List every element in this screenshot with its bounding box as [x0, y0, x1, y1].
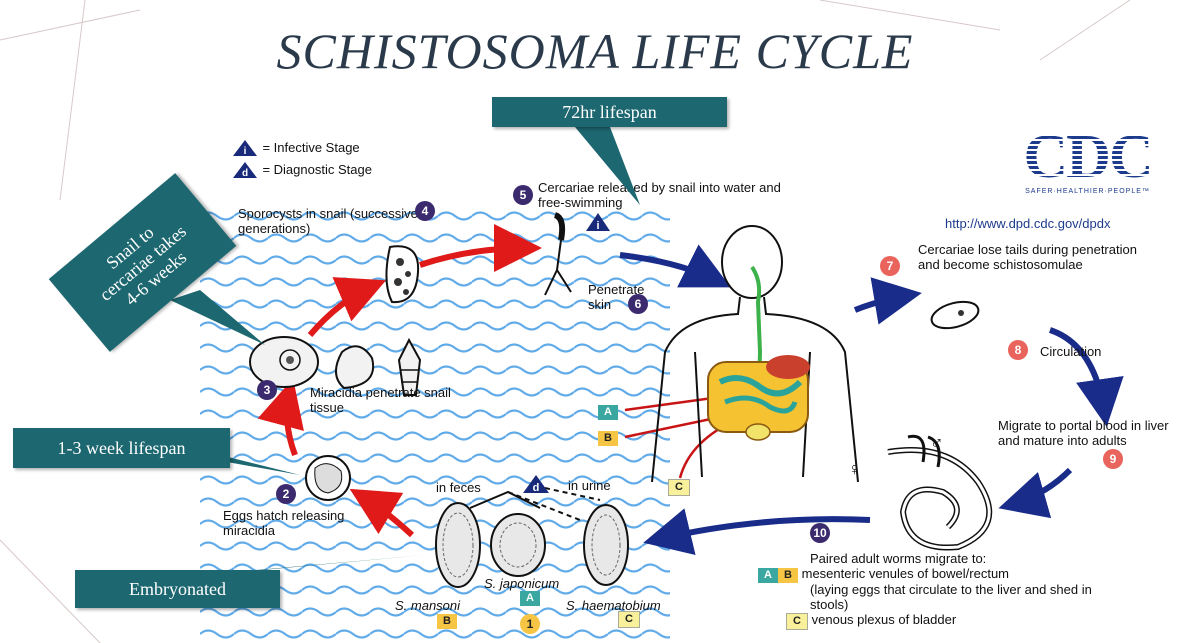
diagnostic-stage-label: = Diagnostic Stage: [262, 162, 372, 178]
sporocyst-illustration: [385, 245, 420, 304]
tag-c: C: [786, 613, 808, 630]
stage-10-laying-eggs: (laying eggs that circulate to the liver…: [810, 582, 1092, 612]
stage-5-infective-icon: i: [586, 213, 610, 232]
stage-10-text: Paired adult worms migrate to:: [810, 551, 987, 566]
egg-illustrations: [435, 502, 629, 588]
stage-9-text: Migrate to portal blood in liver and mat…: [998, 418, 1169, 448]
stage-10-number: 10: [810, 523, 830, 543]
egg-tag-a: A: [520, 591, 540, 606]
cdc-url: http://www.dpd.cdc.gov/dpdx: [945, 216, 1111, 231]
svg-text:d: d: [533, 482, 540, 494]
stage-6-number: 6: [628, 294, 648, 314]
stage-7-text: Cercariae lose tails during penetration …: [918, 242, 1137, 272]
stage-2-number: 2: [276, 484, 296, 504]
cdc-logo: CDC SAFER·HEALTHIER·PEOPLE™: [985, 126, 1190, 210]
stage-5-text: Cercariae released by snail into water a…: [538, 180, 781, 210]
callout-embryonated: Embryonated: [75, 570, 280, 608]
intestine-tag-c: C: [668, 479, 690, 496]
svg-text:i: i: [244, 146, 247, 157]
cdc-logo-text: CDC: [985, 126, 1190, 188]
infective-stage-icon: i: [233, 140, 257, 157]
callout-72hr-lifespan: 72hr lifespan: [492, 97, 727, 127]
legend: i = Infective Stage d = Diagnostic Stage: [232, 139, 372, 181]
stage-4-number: 4: [415, 201, 435, 221]
svg-text:i: i: [596, 220, 599, 232]
s-haematobium-label: S. haematobium: [566, 598, 661, 613]
s-mansoni-label: S. mansoni: [395, 598, 461, 613]
stage-3-text: Miracidia penetrate snail tissue: [310, 385, 451, 415]
tag-b: B: [778, 568, 798, 583]
male-symbol: ♂: [930, 433, 944, 453]
egg-tag-c: C: [618, 611, 640, 628]
hatching-egg-illustration: [305, 455, 351, 501]
diagnostic-stage-icon: d: [233, 162, 257, 179]
adult-worms-illustration: [887, 434, 993, 551]
tag-a: A: [758, 568, 778, 583]
stage-2-text: Eggs hatch releasing miracidia: [223, 508, 345, 538]
schistosomulae-illustration: [930, 300, 980, 330]
infective-stage-label: = Infective Stage: [262, 140, 360, 156]
svg-text:d: d: [242, 168, 248, 179]
cercaria-illustration: [544, 212, 572, 296]
human-body-illustration: [651, 225, 859, 482]
diagnostic-stage-eggs-icon: d: [523, 475, 549, 494]
s-japonicum-label: S. japonicum: [484, 576, 560, 591]
in-feces-label: in feces: [436, 480, 481, 495]
stage-4-text: Sporocysts in snail (successive generati…: [238, 206, 418, 236]
stage-3-number: 3: [257, 380, 277, 400]
stage-7-number: 7: [880, 256, 900, 276]
stage-1-number: 1: [520, 614, 540, 634]
cdc-tagline: SAFER·HEALTHIER·PEOPLE™: [1025, 188, 1150, 195]
stage-8-number: 8: [1008, 340, 1028, 360]
female-symbol: ♀: [848, 459, 862, 479]
page-title: SCHISTOSOMA LIFE CYCLE: [276, 23, 914, 79]
stage-8-text: Circulation: [1040, 344, 1102, 359]
stage-10-bladder: C venous plexus of bladder: [786, 612, 956, 630]
intestine-tag-a: A: [598, 405, 618, 420]
stage-9-number: 9: [1103, 449, 1123, 469]
callout-1-3-week-lifespan: 1-3 week lifespan: [13, 428, 230, 468]
in-urine-label: in urine: [568, 478, 611, 493]
snail-illustrations: [249, 336, 422, 396]
egg-tag-b: B: [437, 614, 457, 629]
intestine-tag-b: B: [598, 431, 618, 446]
stage-5-number: 5: [513, 185, 533, 205]
stage-6-text: Penetrate skin: [588, 282, 645, 312]
